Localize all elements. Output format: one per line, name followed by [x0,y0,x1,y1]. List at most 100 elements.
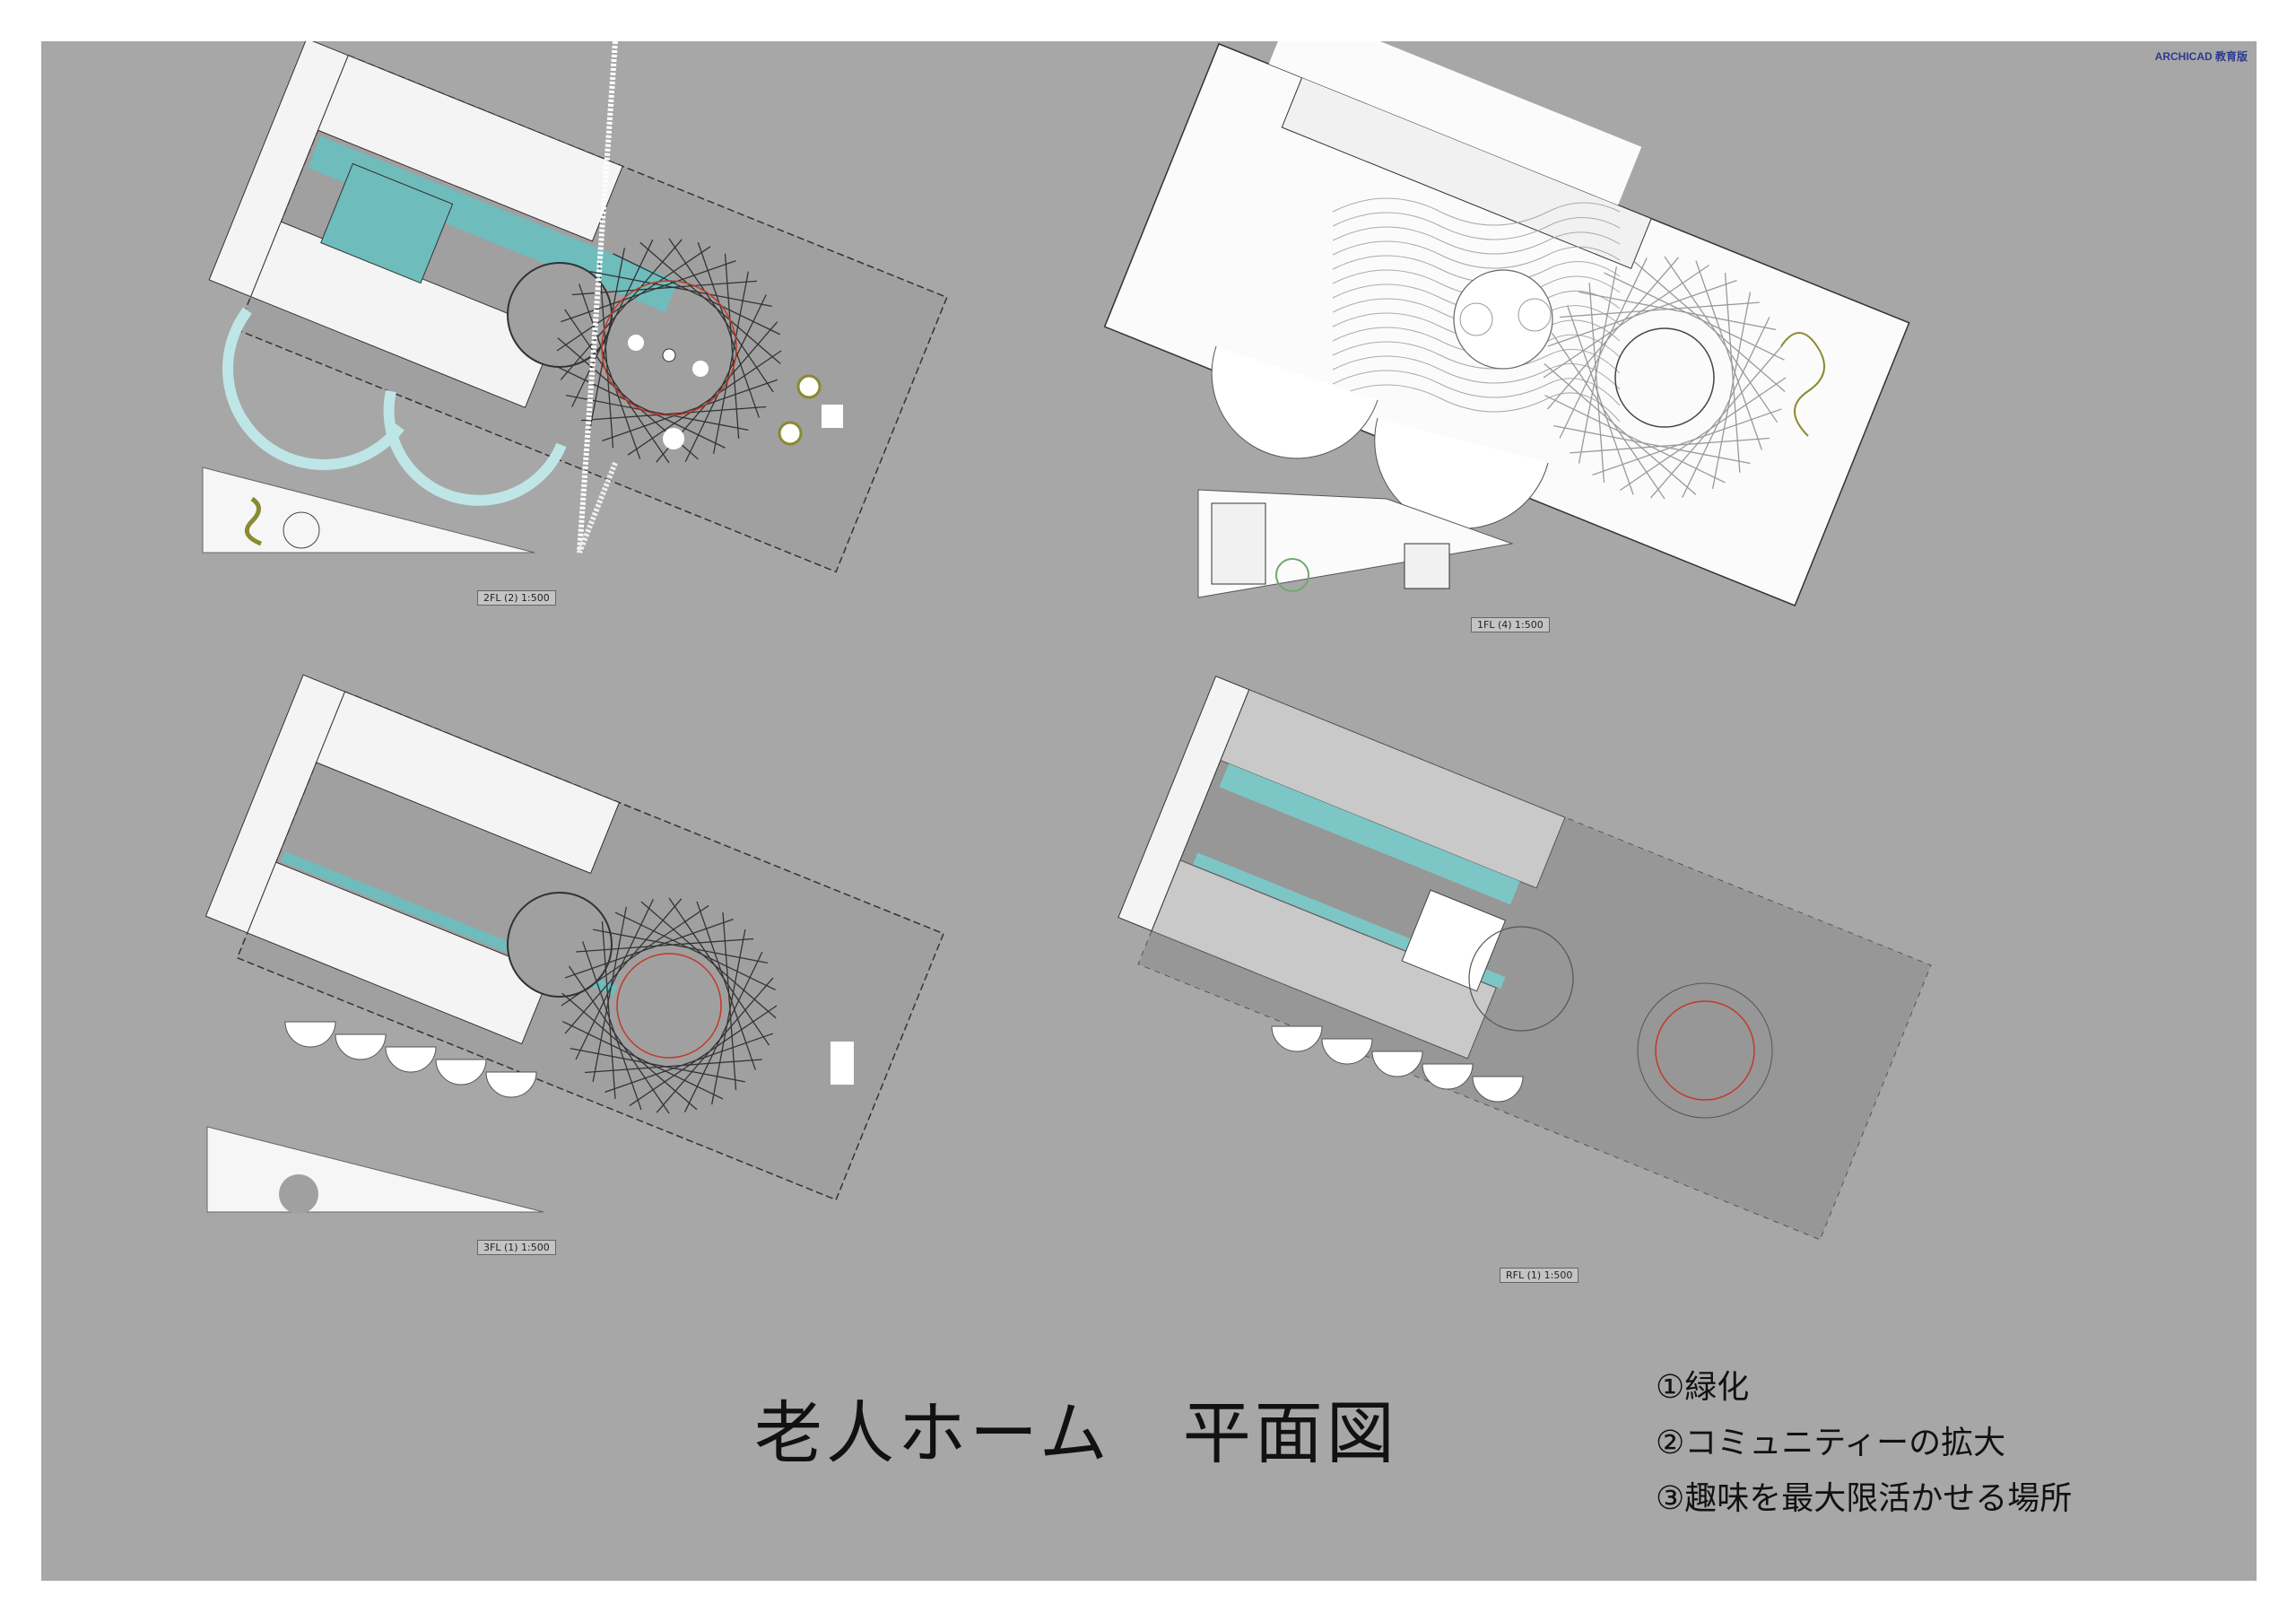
plan-1fl-round-room [1211,345,1378,459]
starburst-line [1664,256,1779,423]
plan-1fl-path [1780,332,1825,437]
plan-2fl-dot [692,361,709,377]
starburst-line [564,919,734,979]
plan-2fl-center [662,348,676,362]
starburst-line [571,280,758,296]
starburst-line [601,920,616,1099]
starburst-line [629,1005,778,1107]
plan-1fl-tree [1275,558,1309,592]
starburst-line [580,406,767,422]
balcony-bay [1271,1025,1323,1052]
plan-label-2fl: 2FL (2) 1:500 [477,590,556,606]
starburst-line [1632,260,1786,393]
starburst-line [598,262,614,449]
starburst-line [1559,257,1648,439]
plan-2fl-balcony [383,389,567,506]
starburst-line [588,248,625,431]
starburst-line [684,294,767,462]
plan-label-3fl: 3FL (1) 1:500 [477,1240,556,1255]
note-community: ②コミュニティーの拡大 [1656,1425,2006,1461]
starburst-line [1560,301,1760,318]
plan-3fl-annex [831,1042,854,1085]
contour-line [1332,341,1621,374]
balcony-bay [485,1071,537,1098]
starburst-line [570,1048,745,1083]
balcony-bay [1422,1063,1474,1090]
starburst-line [668,238,774,393]
starburst-line [640,901,777,1019]
starburst-line [1578,266,1618,464]
plan-2fl-drawing [202,41,948,573]
starburst-line [1619,377,1787,492]
balcony-bay [284,1021,336,1048]
plan-rfl-skylight [1401,889,1507,992]
starburst-line [584,1059,762,1074]
plan-rfl-end-block [1118,676,1250,932]
starburst-line [697,242,760,418]
plan-2fl-lower-wing [202,467,535,554]
starburst-line [668,897,770,1046]
contour-line [1332,226,1621,255]
plan-3fl-bays [284,1021,537,1098]
plan-rfl-bays [1271,1025,1524,1103]
plan-1fl-pavilion [1614,327,1715,428]
balcony-bay [1371,1051,1423,1077]
contour-line [1332,240,1621,269]
plan-1fl-circle [1453,269,1553,370]
starburst-line [578,283,641,459]
starburst-line [602,379,778,441]
starburst-line [1682,317,1770,498]
starburst-line [1547,280,1737,347]
starburst-line [1551,332,1665,500]
starburst-line [1567,305,1634,495]
balcony-bay [335,1033,387,1060]
plan-2fl-dot [628,335,644,351]
plan-rfl-teal-strip [1219,763,1520,905]
starburst-line [562,1020,724,1100]
starburst-line [1543,264,1710,379]
starburst-line [1604,272,1785,361]
starburst-line [1547,257,1680,410]
plan-rfl-circle [1468,926,1574,1032]
starburst-line [696,901,756,1070]
starburst-line [561,992,698,1111]
starburst-line [639,241,781,364]
plan-1fl-canopy [1268,41,1642,205]
starburst-line [711,929,746,1105]
watermark: ARCHICAD 教育版 [2154,50,2248,63]
plan-2fl-tree [778,421,803,446]
starburst-line [1711,292,1752,490]
plan-3fl-void [279,1174,318,1214]
balcony-bay [1321,1038,1373,1065]
plan-label-1fl: 1FL (4) 1:500 [1471,617,1550,632]
plan-2fl-teal-court [320,162,454,284]
starburst-line [571,240,654,407]
starburst-line [575,899,655,1060]
starburst-line [604,1033,774,1093]
starburst-line [576,937,754,953]
plan-2fl-end-block [208,41,349,298]
balcony-bay [1472,1076,1524,1103]
starburst-line [656,977,774,1113]
starburst-line [589,270,772,307]
plan-rfl-red-ring [1655,1000,1755,1101]
starburst-line [568,965,670,1114]
starburst-line [1578,291,1777,331]
starburst-line [561,904,709,1007]
balcony-bay [385,1046,437,1073]
starburst-line [564,898,683,1034]
plan-3fl-red-ring [616,953,722,1059]
plan-2fl-red-ring [601,280,737,416]
starburst-line [683,951,763,1112]
starburst-line [564,309,670,464]
plan-2fl-balcony [222,307,404,470]
starburst-line [724,253,740,440]
page-title: 老人ホーム 平面図 [754,1393,1398,1473]
plan-2fl-tree [796,374,822,399]
plan-2fl-dot [663,428,684,449]
note-hobby-space: ③趣味を最大限活かせる場所 [1656,1480,2073,1517]
starburst-line [627,350,782,456]
plan-2fl-stair [577,461,618,554]
design-notes: ①緑化 ②コミュニティーの拡大 ③趣味を最大限活かせる場所 [1656,1360,2072,1527]
starburst-line [1552,424,1751,465]
